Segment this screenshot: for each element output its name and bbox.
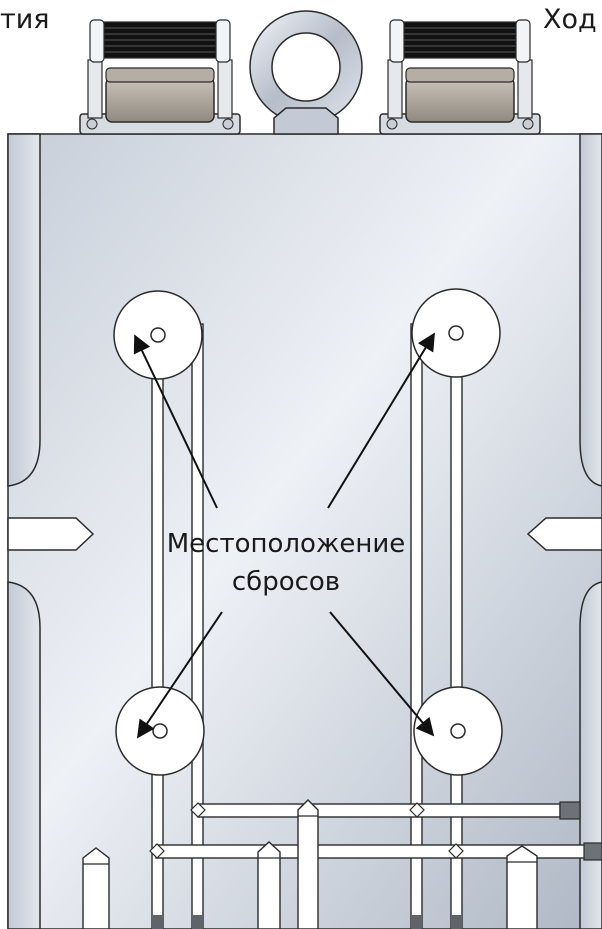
- tube-end-cap: [411, 915, 422, 929]
- discharge-point-2: [411, 288, 501, 378]
- tube-vertical: [410, 323, 423, 929]
- tube-end-cap: [559, 801, 581, 820]
- ejector-pin: [506, 845, 538, 929]
- tube-junction: [190, 802, 206, 818]
- callout-line2: сбросов: [232, 567, 340, 597]
- tube-end-cap: [451, 915, 462, 929]
- arrow-bottom-right: [329, 611, 435, 737]
- tube-end-cap: [583, 842, 602, 861]
- discharge-point-3: [115, 686, 205, 776]
- arrow-bottom-left: [136, 611, 223, 739]
- tube-horizontal: [197, 803, 561, 818]
- tube-junction: [409, 802, 425, 818]
- top-connector-left: [79, 19, 241, 135]
- tube-vertical: [450, 333, 463, 929]
- arrow-top-left: [133, 334, 218, 509]
- discharge-point-1: [113, 290, 203, 380]
- tube-end-cap: [192, 915, 203, 929]
- tube-end-cap: [152, 915, 163, 929]
- ejector-pin: [82, 847, 110, 929]
- left-side-pin: [7, 517, 95, 551]
- discharge-points: [113, 288, 503, 776]
- header-right-text: Ход: [543, 4, 597, 35]
- tube-junction: [448, 843, 464, 859]
- ejector-pin: [257, 841, 281, 929]
- ejector-pin: [297, 799, 319, 929]
- tube-junction: [149, 843, 165, 859]
- discharge-point-4: [413, 686, 503, 776]
- lifting-eye: [249, 10, 363, 135]
- ejector-pins: [82, 799, 538, 929]
- callout-line1: Местоположение: [167, 529, 406, 559]
- right-side-pin: [526, 517, 602, 551]
- top-connector-right: [379, 19, 541, 135]
- tube-vertical: [191, 323, 204, 929]
- top-connectors: [79, 19, 541, 135]
- mold-plate: [7, 133, 602, 929]
- tube-vertical: [151, 333, 164, 929]
- arrow-top-right: [327, 332, 435, 509]
- callout-arrows: [133, 332, 435, 739]
- header-left-text: тия: [0, 4, 50, 35]
